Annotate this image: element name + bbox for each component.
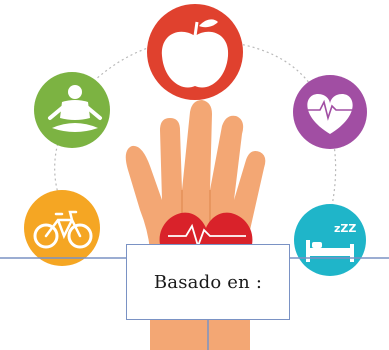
heart-pulse-icon: [293, 75, 367, 149]
meditation-icon: [34, 72, 110, 148]
sleep-icon-letters: zZZ: [334, 222, 356, 235]
sleep-icon: zZZ: [294, 204, 366, 276]
apple-icon: [147, 4, 243, 100]
label-box: Basado en :: [126, 244, 290, 320]
label-text: Basado en :: [153, 271, 263, 293]
bicycle-icon: [24, 190, 100, 266]
